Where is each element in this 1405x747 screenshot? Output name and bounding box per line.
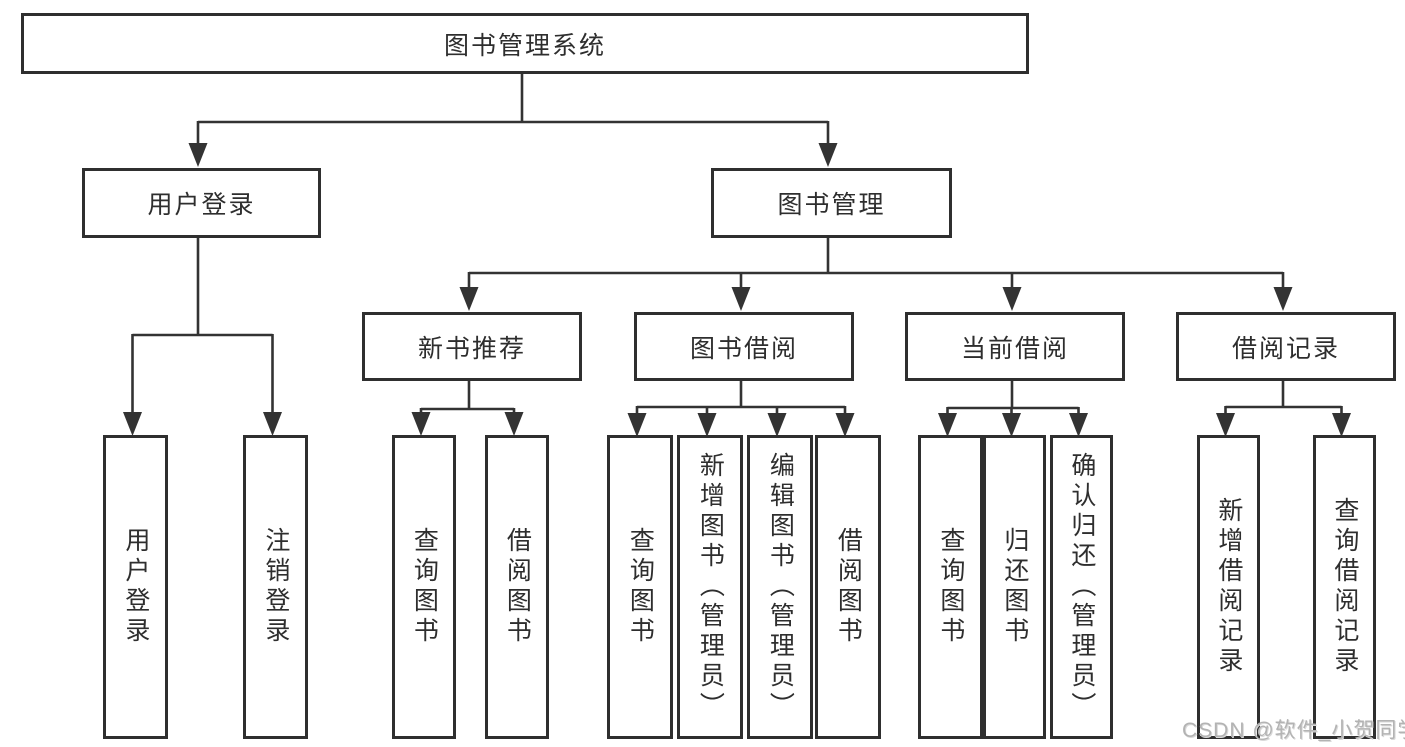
arrowhead [459,287,479,311]
leaf-label: 查询借阅记录 [1330,497,1359,677]
leaf-user-login: 用户登录 [103,435,168,739]
arrowhead [1332,413,1351,437]
leaf-label: 借阅图书 [503,527,532,647]
arrowhead [188,143,208,167]
arrowhead [835,413,855,437]
arrowhead [1216,413,1235,437]
leaf-query-books-recommend: 查询图书 [392,435,456,739]
node-user-login: 用户登录 [82,168,321,238]
node-new-book-recommend: 新书推荐 [362,312,582,381]
leaf-add-books-admin: 新增图书（管理员） [677,435,743,739]
arrowhead [1273,287,1293,311]
node-borrow-record: 借阅记录 [1176,312,1396,381]
leaf-query-borrow-record: 查询借阅记录 [1313,435,1376,739]
arrowhead [411,412,431,436]
leaf-query-books-borrow: 查询图书 [607,435,673,739]
arrowhead [263,412,282,436]
leaf-label: 查询图书 [936,527,965,647]
arrowhead [818,143,838,167]
leaf-label: 新增借阅记录 [1214,497,1243,677]
csdn-watermark: CSDN @软件_小贺同学 [1182,719,1405,742]
leaf-label: 查询图书 [410,527,439,647]
leaf-label: 用户登录 [121,527,150,647]
arrowhead [731,287,751,311]
arrowhead [1002,287,1022,311]
leaf-label: 归还图书 [1000,527,1029,647]
leaf-add-borrow-record: 新增借阅记录 [1197,435,1260,739]
node-current-borrow: 当前借阅 [905,312,1125,381]
leaf-return-books: 归还图书 [983,435,1046,739]
arrowhead [504,412,524,436]
leaf-label: 查询图书 [626,527,655,647]
arrowhead [697,413,717,437]
leaf-confirm-return-admin: 确认归还（管理员） [1050,435,1113,739]
arrowhead [627,413,647,437]
node-book-borrow: 图书借阅 [634,312,854,381]
arrowhead [938,413,957,437]
leaf-borrow-books-recommend: 借阅图书 [485,435,549,739]
leaf-label: 注销登录 [261,527,290,647]
leaf-query-books-current: 查询图书 [918,435,983,739]
node-book-management: 图书管理 [711,168,952,238]
leaf-logout: 注销登录 [243,435,308,739]
leaf-borrow-books: 借阅图书 [815,435,881,739]
arrowhead [767,413,787,437]
leaf-edit-books-admin: 编辑图书（管理员） [747,435,813,739]
arrowhead [1069,413,1088,437]
leaf-label: 新增图书（管理员） [696,452,725,722]
node-root-system: 图书管理系统 [21,13,1029,74]
leaf-label: 借阅图书 [834,527,863,647]
arrowhead [1002,413,1021,437]
leaf-label: 确认归还（管理员） [1067,452,1096,722]
arrowhead [123,412,142,436]
leaf-label: 编辑图书（管理员） [766,452,795,722]
